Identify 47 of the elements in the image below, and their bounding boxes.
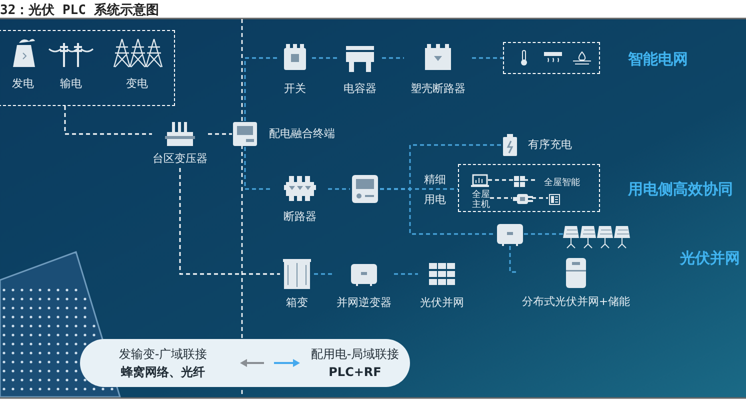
connector — [394, 273, 418, 275]
dashed-group-box — [0, 30, 175, 106]
node-label: 输电 — [59, 77, 83, 91]
node-label: 并网逆变器 — [336, 296, 392, 310]
legend-pill — [80, 339, 410, 387]
node-label: 全屋主机 — [471, 190, 491, 210]
section-heading: 智能电网 — [628, 50, 688, 69]
connector — [490, 197, 512, 199]
dashed-group-box — [458, 164, 600, 212]
connector — [488, 179, 513, 181]
node-label: 蜂窝网络、光纤 — [120, 365, 206, 380]
connector — [328, 188, 350, 190]
node-label: 电容器 — [342, 82, 378, 96]
node-label: 全屋智能 — [543, 176, 581, 190]
node-label: 开关 — [283, 82, 307, 96]
node-label: 台区变压器 — [152, 152, 208, 166]
node-label: 变电 — [125, 77, 149, 91]
connector — [244, 147, 272, 190]
connector — [314, 273, 334, 275]
connector — [208, 133, 232, 135]
node-label: 配电融合终端 — [268, 127, 336, 141]
connector — [472, 57, 503, 59]
node-label: 发电 — [11, 77, 35, 91]
node-label: 发输变-广域联接 — [118, 347, 208, 362]
section-heading: 光伏并网 — [680, 249, 740, 268]
node-label: 配用电-局域联接 — [310, 347, 400, 362]
connector — [524, 179, 536, 181]
connector — [532, 197, 548, 199]
connector — [524, 233, 563, 235]
figure-title: 32：光伏 PLC 系统示意图 — [0, 2, 159, 19]
connector — [312, 57, 338, 59]
node-label: 光伏并网 — [419, 296, 465, 310]
connector — [382, 57, 404, 59]
node-label: 有序充电 — [527, 138, 573, 152]
connector — [179, 168, 280, 275]
node-label: 塑壳断路器 — [410, 82, 466, 96]
connector — [380, 188, 496, 235]
connector — [244, 57, 278, 121]
node-label: 分布式光伏并网+储能 — [520, 295, 632, 309]
node-label: 断路器 — [282, 210, 318, 224]
dashed-group-box — [503, 42, 600, 74]
section-heading: 用电侧高效协同 — [628, 180, 733, 199]
text-label: 精细用电 — [424, 172, 447, 208]
connector — [64, 106, 152, 135]
connector — [509, 246, 518, 273]
node-label: PLC+RF — [328, 365, 382, 380]
node-label: 箱变 — [285, 296, 309, 310]
